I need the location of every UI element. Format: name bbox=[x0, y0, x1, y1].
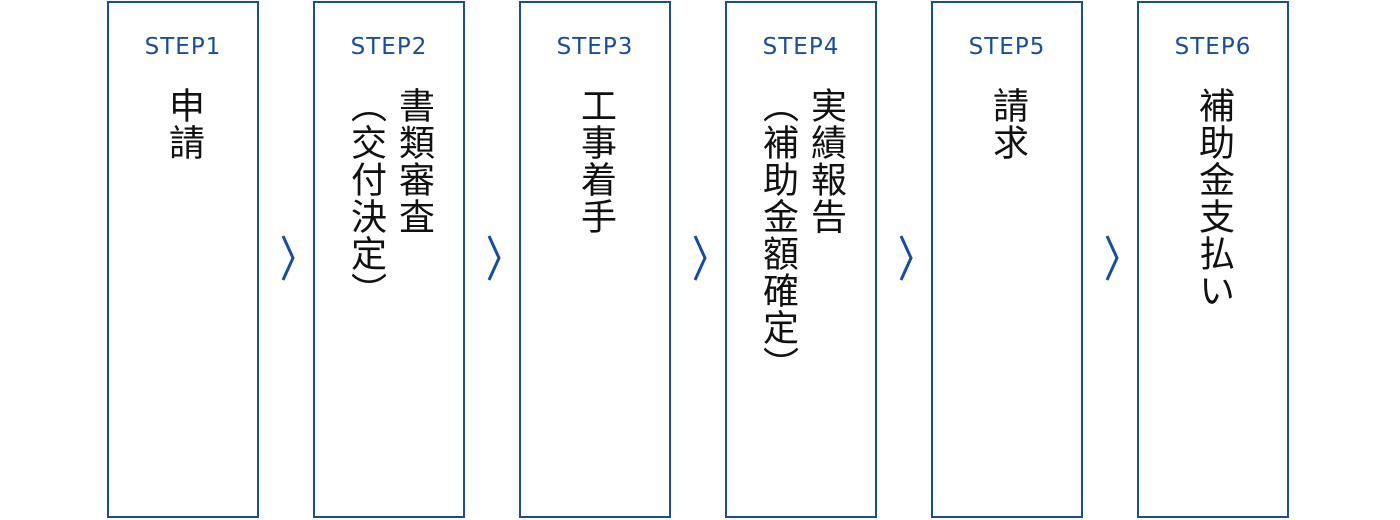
step-box-6: STEP6 補助金支払い bbox=[1137, 1, 1289, 518]
chevron-right-icon bbox=[1105, 234, 1119, 282]
chevron-right-icon bbox=[693, 234, 707, 282]
step-title-2: 書類審査 bbox=[393, 87, 434, 235]
step-label-6: STEP6 bbox=[1174, 34, 1252, 60]
chevron-right-icon bbox=[487, 234, 501, 282]
step-title-5: 請求 bbox=[987, 87, 1028, 161]
step-label-4: STEP4 bbox=[762, 34, 840, 60]
step-body-5: 請求 bbox=[933, 87, 1081, 161]
step-body-6: 補助金支払い bbox=[1139, 87, 1287, 309]
chevron-right-icon bbox=[281, 234, 295, 282]
step-title-4: 実績報告 bbox=[805, 87, 846, 235]
chevron-right-icon bbox=[899, 234, 913, 282]
step-box-3: STEP3 工事着手 bbox=[519, 1, 671, 518]
step-body-2: 書類審査 （交付決定） bbox=[315, 87, 463, 309]
step-box-1: STEP1 申請 bbox=[107, 1, 259, 518]
step-box-5: STEP5 請求 bbox=[931, 1, 1083, 518]
step-body-1: 申請 bbox=[109, 87, 257, 161]
step-title-3: 工事着手 bbox=[575, 87, 616, 235]
step-title-1: 申請 bbox=[163, 87, 204, 161]
step-label-3: STEP3 bbox=[556, 34, 634, 60]
step-body-4: 実績報告 （補助金額確定） bbox=[727, 87, 875, 383]
step-label-2: STEP2 bbox=[350, 34, 428, 60]
step-body-3: 工事着手 bbox=[521, 87, 669, 235]
step-subtitle-2: （交付決定） bbox=[345, 87, 386, 309]
step-box-4: STEP4 実績報告 （補助金額確定） bbox=[725, 1, 877, 518]
step-box-2: STEP2 書類審査 （交付決定） bbox=[313, 1, 465, 518]
step-subtitle-4: （補助金額確定） bbox=[757, 87, 798, 383]
step-label-5: STEP5 bbox=[968, 34, 1046, 60]
step-title-6: 補助金支払い bbox=[1193, 87, 1234, 309]
step-label-1: STEP1 bbox=[144, 34, 222, 60]
